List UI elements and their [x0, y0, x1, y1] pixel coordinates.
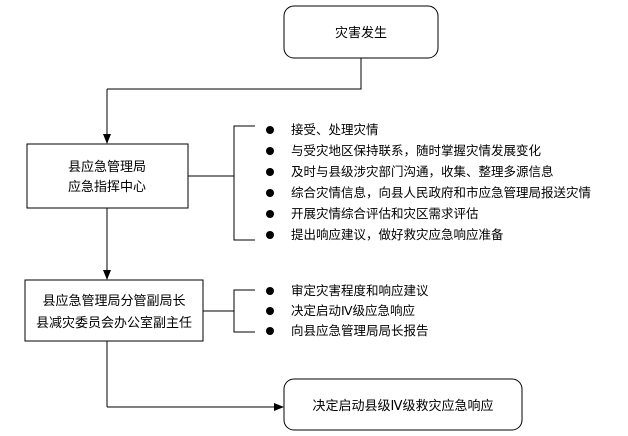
list-item-text: 开展灾情综合评估和灾区需求评估	[291, 206, 479, 221]
list-item: 接受、处理灾情	[266, 122, 379, 137]
end-node: 决定启动县级Ⅳ级救灾应急响应	[283, 378, 523, 431]
list-item: 提出响应建议，做好救灾应急响应准备	[266, 227, 504, 242]
bullet-dot	[266, 327, 274, 335]
list-item-text: 向县应急管理局局长报告	[291, 323, 429, 338]
end-node-label: 决定启动县级Ⅳ级救灾应急响应	[313, 398, 494, 414]
list-item: 审定灾害程度和响应建议	[266, 283, 429, 298]
command-tasks-list: 接受、处理灾情 与受灾地区保持联系，随时掌握灾情发展变化 及时与县级涉灾部门沟通…	[266, 122, 591, 242]
command-center-label-line-2: 应急指挥中心	[68, 179, 146, 195]
list-item: 开展灾情综合评估和灾区需求评估	[266, 206, 479, 221]
bullet-dot	[266, 307, 274, 315]
list-item-text: 接受、处理灾情	[291, 122, 379, 137]
list-item-text: 与受灾地区保持联系，随时掌握灾情发展变化	[291, 143, 542, 158]
list-item-text: 决定启动Ⅳ级应急响应	[291, 303, 415, 318]
deputy-label-line-2: 县减灾委员会办公室副主任	[36, 315, 192, 331]
deputy-tasks-bracket	[203, 289, 255, 333]
command-center-label-line-1: 县应急管理局	[68, 159, 146, 175]
bullet-dot	[266, 287, 274, 295]
list-item-text: 及时与县级涉灾部门沟通，收集、整理多源信息	[291, 164, 554, 179]
list-item: 综合灾情信息，向县人民政府和市应急管理局报送灾情	[266, 185, 591, 200]
bullet-dot	[266, 210, 274, 218]
list-item-text: 提出响应建议，做好救灾应急响应准备	[291, 227, 504, 242]
bullet-dot	[266, 231, 274, 239]
list-item-text: 综合灾情信息，向县人民政府和市应急管理局报送灾情	[291, 185, 591, 200]
connector-deputy-to-end	[106, 341, 284, 411]
bullet-dot	[266, 126, 274, 134]
start-node-label: 灾害发生	[335, 25, 387, 41]
bullet-dot	[266, 168, 274, 176]
connector-start-to-command	[103, 58, 362, 144]
bullet-dot	[266, 147, 274, 155]
start-node: 灾害发生	[283, 5, 439, 59]
deputy-tasks-list: 审定灾害程度和响应建议 决定启动Ⅳ级应急响应 向县应急管理局局长报告	[266, 283, 429, 338]
command-center-node: 县应急管理局 应急指挥中心	[26, 143, 189, 209]
list-item: 决定启动Ⅳ级应急响应	[266, 303, 415, 318]
list-item: 与受灾地区保持联系，随时掌握灾情发展变化	[266, 143, 542, 158]
deputy-label-line-1: 县应急管理局分管副局长	[42, 293, 185, 309]
list-item: 向县应急管理局局长报告	[266, 323, 429, 338]
list-item-text: 审定灾害程度和响应建议	[291, 283, 429, 298]
bullet-dot	[266, 189, 274, 197]
deputy-node: 县应急管理局分管副局长 县减灾委员会办公室副主任	[24, 279, 204, 342]
list-item: 及时与县级涉灾部门沟通，收集、整理多源信息	[266, 164, 554, 179]
command-tasks-bracket	[188, 125, 255, 241]
